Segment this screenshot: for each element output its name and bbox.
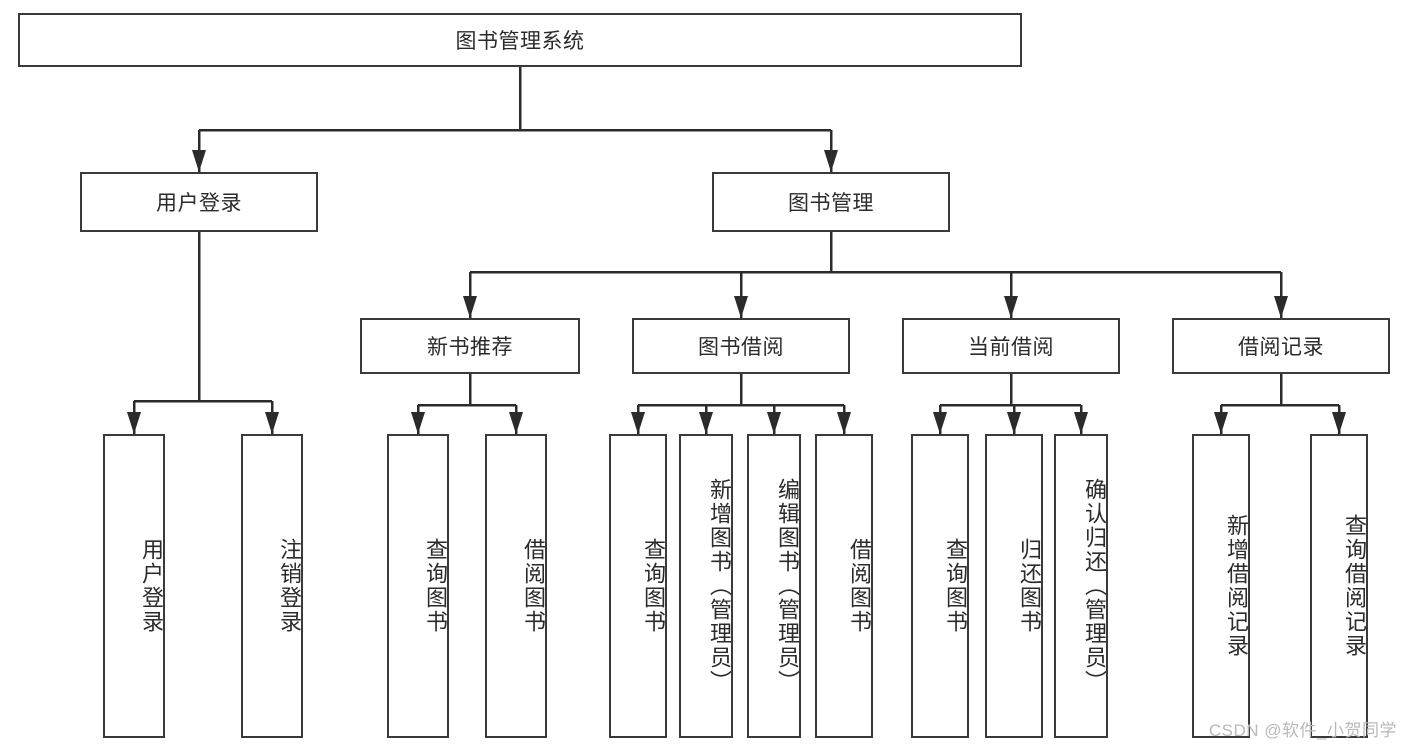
node-book-manage-label: 图书管理 <box>788 192 874 215</box>
leaf-query-book-current-label: 查询图书 <box>943 538 968 634</box>
leaf-logout[interactable]: 注销登录 <box>241 434 303 738</box>
node-borrow-record[interactable]: 借阅记录 <box>1172 318 1390 374</box>
node-book-manage[interactable]: 图书管理 <box>712 172 950 232</box>
leaf-query-book-current[interactable]: 查询图书 <box>911 434 969 738</box>
node-current-borrow[interactable]: 当前借阅 <box>902 318 1120 374</box>
leaf-edit-book-label: 编辑图书（管理员） <box>775 478 800 694</box>
node-user-login-label: 用户登录 <box>156 192 242 215</box>
leaf-borrow-book-recommend-label: 借阅图书 <box>521 538 546 634</box>
node-current-borrow-label: 当前借阅 <box>968 336 1054 359</box>
node-borrow-record-label: 借阅记录 <box>1238 336 1324 359</box>
node-root-label: 图书管理系统 <box>455 30 585 53</box>
leaf-borrow-book-borrow[interactable]: 借阅图书 <box>815 434 873 738</box>
leaf-add-book-label: 新增图书（管理员） <box>707 478 732 694</box>
leaf-confirm-return[interactable]: 确认归还（管理员） <box>1054 434 1108 738</box>
leaf-user-login[interactable]: 用户登录 <box>103 434 165 738</box>
leaf-user-login-label: 用户登录 <box>139 538 164 634</box>
leaf-return-book[interactable]: 归还图书 <box>985 434 1043 738</box>
node-root[interactable]: 图书管理系统 <box>18 13 1022 67</box>
leaf-query-borrow-record[interactable]: 查询借阅记录 <box>1310 434 1368 738</box>
leaf-query-book-recommend[interactable]: 查询图书 <box>387 434 449 738</box>
leaf-query-book-borrow-label: 查询图书 <box>641 538 666 634</box>
leaf-query-book-borrow[interactable]: 查询图书 <box>609 434 667 738</box>
leaf-return-book-label: 归还图书 <box>1017 538 1042 634</box>
leaf-confirm-return-label: 确认归还（管理员） <box>1082 478 1107 694</box>
leaf-add-borrow-record-label: 新增借阅记录 <box>1224 514 1249 658</box>
node-new-book-recommend-label: 新书推荐 <box>427 336 513 359</box>
leaf-borrow-book-borrow-label: 借阅图书 <box>847 538 872 634</box>
node-new-book-recommend[interactable]: 新书推荐 <box>360 318 580 374</box>
node-book-borrow-label: 图书借阅 <box>698 336 784 359</box>
leaf-edit-book[interactable]: 编辑图书（管理员） <box>747 434 801 738</box>
leaf-query-borrow-record-label: 查询借阅记录 <box>1342 514 1367 658</box>
leaf-add-borrow-record[interactable]: 新增借阅记录 <box>1192 434 1250 738</box>
leaf-query-book-recommend-label: 查询图书 <box>423 538 448 634</box>
node-book-borrow[interactable]: 图书借阅 <box>632 318 850 374</box>
node-user-login[interactable]: 用户登录 <box>80 172 318 232</box>
leaf-add-book[interactable]: 新增图书（管理员） <box>679 434 733 738</box>
leaf-borrow-book-recommend[interactable]: 借阅图书 <box>485 434 547 738</box>
leaf-logout-label: 注销登录 <box>277 538 302 634</box>
csdn-watermark: CSDN @软件_小贺同学 <box>1208 721 1397 740</box>
